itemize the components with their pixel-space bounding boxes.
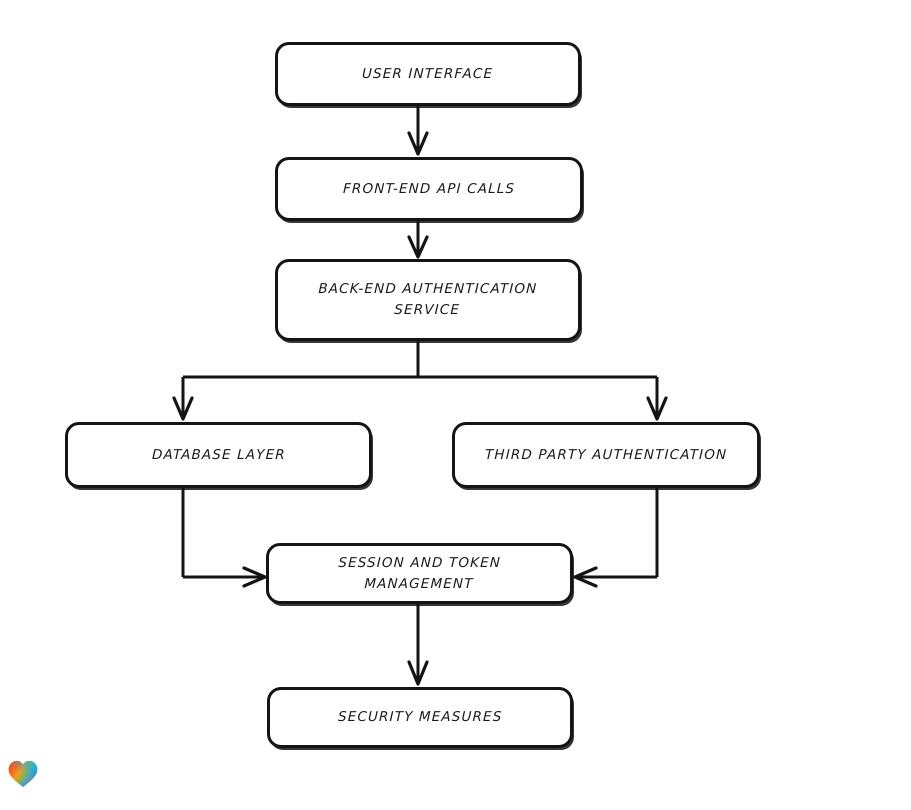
edge-db-to-session xyxy=(181,488,267,588)
node-label: Third Party Authentication xyxy=(484,446,728,463)
heart-icon xyxy=(8,760,38,788)
node-label: Session and Token Management xyxy=(338,554,502,592)
edge-backend-to-db xyxy=(172,377,194,421)
node-label: User Interface xyxy=(362,65,494,82)
edge-backend-to-3rd xyxy=(646,377,668,421)
node-label: Database Layer xyxy=(151,446,286,463)
node-session-token-management[interactable]: Session and Token Management xyxy=(266,543,573,604)
node-security-measures[interactable]: Security Measures xyxy=(267,687,573,748)
node-database-layer[interactable]: Database Layer xyxy=(65,422,372,488)
edge-ui-to-api xyxy=(407,106,429,156)
node-label: Back-End Authentication Service xyxy=(318,281,539,318)
node-label: Front-End API Calls xyxy=(342,180,516,197)
edge-backend-branch-stem xyxy=(183,341,657,379)
node-label: Security Measures xyxy=(337,709,503,726)
edge-api-to-backend xyxy=(407,221,429,259)
edge-session-to-sec xyxy=(407,604,429,686)
node-back-end-auth-service[interactable]: Back-End Authentication Service xyxy=(275,259,581,341)
node-front-end-api-calls[interactable]: Front-End API Calls xyxy=(275,157,583,221)
edge-3rd-to-session xyxy=(573,488,659,588)
node-user-interface[interactable]: User Interface xyxy=(275,42,581,106)
node-third-party-auth[interactable]: Third Party Authentication xyxy=(452,422,760,488)
